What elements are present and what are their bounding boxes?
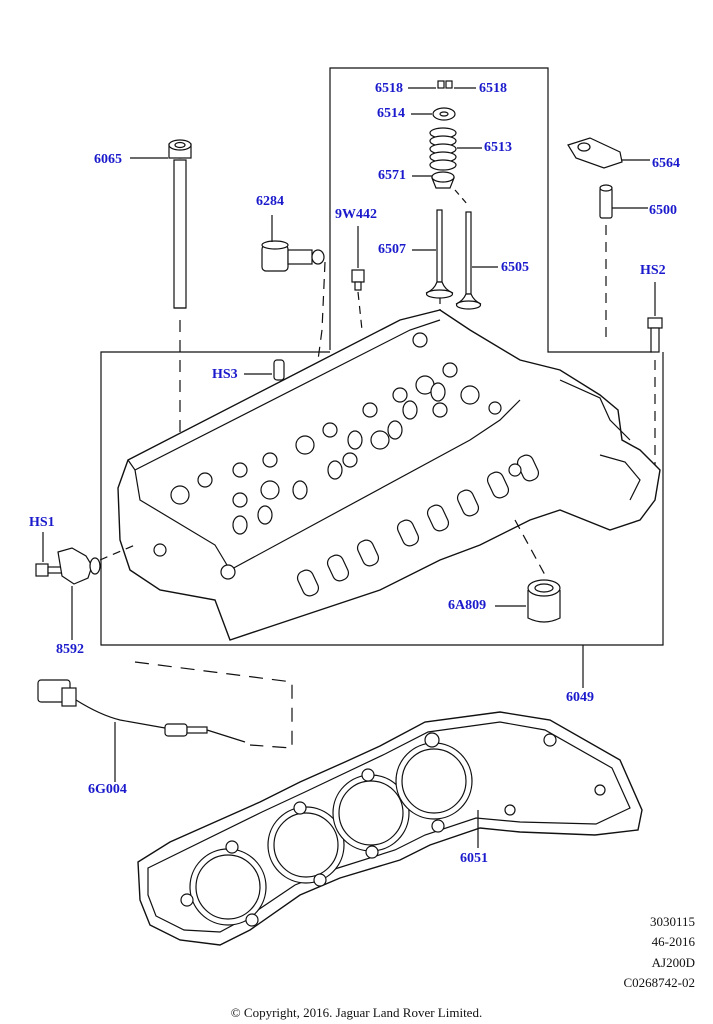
callout-6505[interactable]: 6505: [501, 260, 529, 275]
valve-keepers-part[interactable]: [437, 80, 453, 89]
callout-9W442[interactable]: 9W442: [335, 207, 377, 222]
hydraulic-lash-adjuster-part[interactable]: [599, 184, 613, 219]
rocker-arm-part[interactable]: [567, 137, 623, 169]
callout-6A809[interactable]: 6A809: [448, 598, 487, 613]
callout-6284[interactable]: 6284: [256, 194, 284, 209]
callout-HS2[interactable]: HS2: [640, 263, 666, 278]
callout-6049[interactable]: 6049: [566, 690, 594, 705]
callout-6051[interactable]: 6051: [460, 851, 488, 866]
valve-stem-seal-part[interactable]: [431, 171, 455, 189]
dash-6G004: [134, 661, 293, 749]
illustration-ref-number: 3030115: [649, 914, 695, 929]
callout-6G004[interactable]: 6G004: [88, 782, 127, 797]
copyright-notice: © Copyright, 2016. Jaguar Land Rover Lim…: [230, 1005, 483, 1020]
callout-HS1[interactable]: HS1: [29, 515, 55, 530]
dash-6284: [317, 261, 326, 361]
valvetrain-group-frame: [329, 67, 652, 353]
hs3-dowel-part[interactable]: [273, 359, 285, 381]
illustration-date-code: 46-2016: [651, 934, 695, 949]
camshaft-sensor-part[interactable]: [261, 240, 325, 272]
engine-code: AJ200D: [651, 955, 695, 970]
head-gasket-part[interactable]: [137, 711, 643, 946]
cylinder-head-group-frame: [100, 351, 664, 646]
cylinder-head-bolt-part[interactable]: [168, 139, 192, 309]
callout-6514[interactable]: 6514: [377, 106, 405, 121]
callout-6564[interactable]: 6564: [652, 156, 680, 171]
callout-6571[interactable]: 6571: [378, 168, 406, 183]
dash-6A809: [514, 519, 546, 576]
callout-HS3[interactable]: HS3: [212, 367, 238, 382]
exhaust-valve-part[interactable]: [455, 211, 482, 310]
cmp-sensor-part[interactable]: [57, 547, 101, 585]
hs1-bolt-part[interactable]: [35, 563, 63, 577]
temperature-sensor-part[interactable]: [37, 679, 246, 743]
callout-6518-left[interactable]: 6518: [375, 81, 403, 96]
tappet-bucket-part[interactable]: [527, 579, 561, 623]
dash-6571: [454, 189, 469, 206]
cylinder-head-part[interactable]: [117, 309, 661, 641]
dash-8592: [99, 544, 136, 561]
hs2-bolt-part[interactable]: [647, 317, 663, 353]
callout-6518-right[interactable]: 6518: [479, 81, 507, 96]
callout-6507[interactable]: 6507: [378, 242, 406, 257]
callout-8592[interactable]: 8592: [56, 642, 84, 657]
valve-spring-retainer-part[interactable]: [432, 107, 456, 121]
callout-6513[interactable]: 6513: [484, 140, 512, 155]
callout-6500[interactable]: 6500: [649, 203, 677, 218]
drawing-number: C0268742-02: [623, 975, 696, 990]
small-plug-part[interactable]: [351, 269, 365, 291]
valve-spring-part[interactable]: [429, 127, 457, 171]
dash-9W442: [357, 291, 363, 331]
intake-valve-part[interactable]: [425, 209, 454, 299]
callout-6065[interactable]: 6065: [94, 152, 122, 167]
